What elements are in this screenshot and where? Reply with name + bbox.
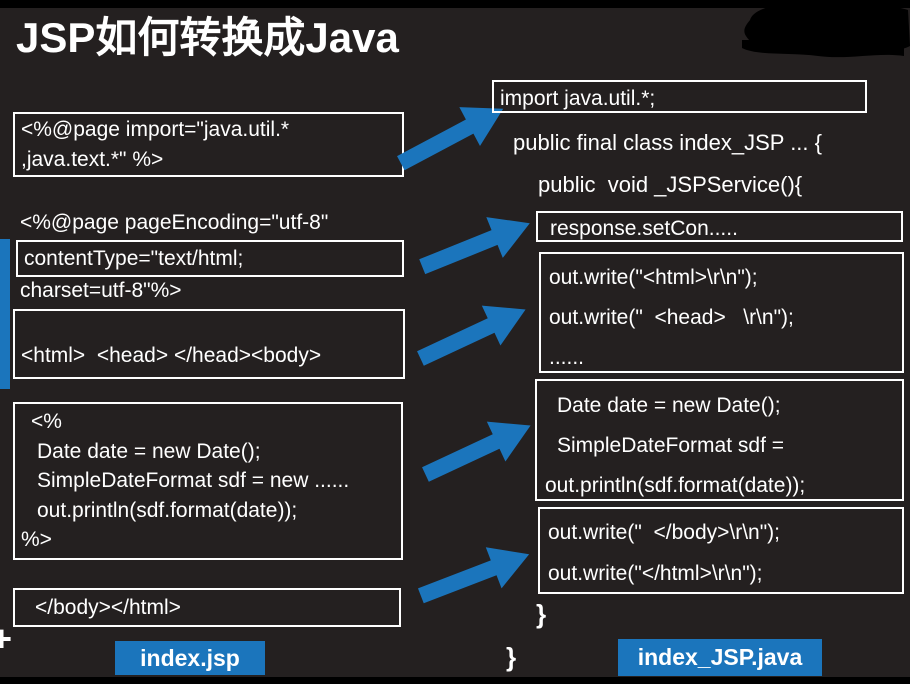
code-line: out.println(sdf.format(date));	[545, 474, 806, 497]
left-accent-bar	[0, 239, 10, 389]
arrow-right-icon	[417, 547, 530, 604]
code-line: import java.util.*;	[500, 87, 656, 110]
java-box-import: import java.util.*;	[492, 80, 867, 113]
top-black-band	[0, 0, 910, 8]
arrow-right-icon	[397, 107, 504, 171]
code-line: out.write("<html>\r\n");	[549, 266, 758, 289]
jsp-box-page-import: <%@page import="java.util.* ,java.text.*…	[13, 112, 404, 177]
filename-badge-index-jsp-java: index_JSP.java	[618, 639, 822, 676]
code-line: <html> <head> </head><body>	[21, 344, 322, 367]
code-line: SimpleDateFormat sdf =	[557, 434, 785, 457]
code-line: out.println(sdf.format(date));	[37, 498, 298, 522]
arrow-right-icon	[422, 421, 531, 482]
corner-plus-mark: +	[0, 618, 13, 659]
java-line-service: public void _JSPService(){	[538, 172, 803, 197]
arrow-right-icon	[419, 217, 530, 275]
code-line: response.setCon.....	[550, 217, 738, 240]
arrow-right-icon	[417, 305, 526, 366]
code-line: %>	[21, 528, 52, 551]
code-line: <%@page import="java.util.*	[21, 118, 290, 141]
closing-brace-inner: }	[536, 599, 547, 629]
closing-brace-outer: }	[506, 642, 517, 672]
jsp-box-body-close: </body></html>	[13, 588, 401, 627]
jsp-line-page-encoding: <%@page pageEncoding="utf-8"	[20, 211, 329, 234]
java-line-class: public final class index_JSP ... {	[513, 130, 822, 155]
java-box-date: Date date = new Date(); SimpleDateFormat…	[535, 379, 904, 501]
code-line: Date date = new Date();	[37, 439, 261, 463]
page-title: JSP如何转换成Java	[16, 14, 399, 61]
jsp-box-scriptlet: <% Date date = new Date(); SimpleDateFor…	[13, 402, 403, 560]
code-line: ......	[549, 346, 585, 369]
code-line: </body></html>	[35, 596, 181, 619]
code-line: ,java.text.*" %>	[21, 148, 164, 171]
java-box-response: response.setCon.....	[536, 211, 903, 242]
code-line: SimpleDateFormat sdf = new ......	[37, 469, 350, 492]
code-line: out.write(" </body>\r\n");	[548, 521, 781, 544]
code-line: <%	[31, 410, 62, 433]
bottom-black-band	[0, 677, 910, 684]
code-line: out.write(" <head> \r\n");	[549, 306, 794, 329]
code-line: Date date = new Date();	[557, 394, 781, 417]
jsp-box-html-head: <html> <head> </head><body>	[13, 309, 405, 379]
code-line: out.write("</html>\r\n");	[548, 562, 763, 585]
jsp-line-charset: charset=utf-8"%>	[20, 279, 182, 302]
redaction-scribble	[742, 3, 910, 58]
code-line: contentType="text/html;	[24, 247, 244, 270]
filename-badge-index-jsp: index.jsp	[115, 641, 265, 675]
java-box-out-write-head: out.write("<html>\r\n"); out.write(" <he…	[539, 252, 904, 373]
jsp-box-content-type: contentType="text/html;	[16, 240, 404, 277]
java-box-out-write-tail: out.write(" </body>\r\n"); out.write("</…	[538, 507, 904, 594]
